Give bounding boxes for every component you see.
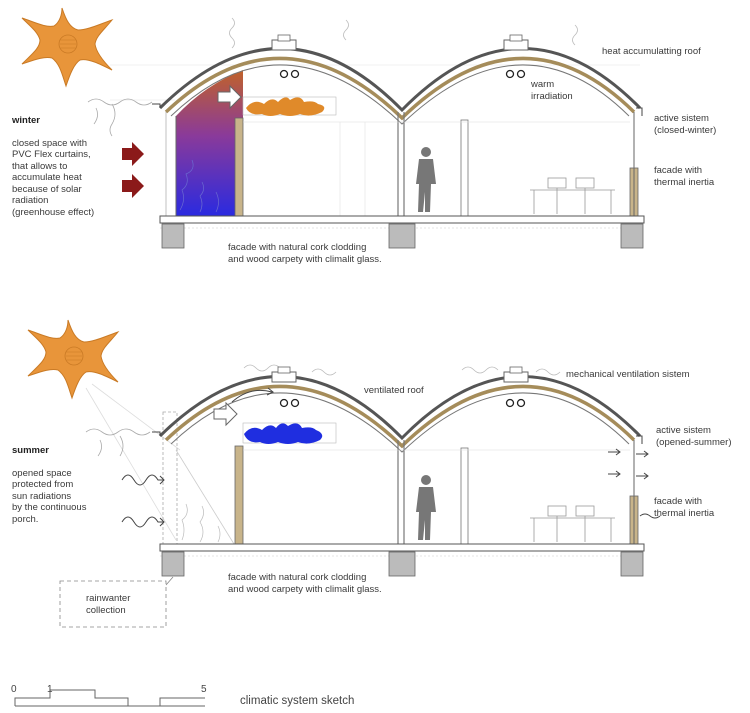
winter-description: closed space with PVC Flex curtains, tha… — [12, 137, 95, 218]
sun-radiation-wave-icon — [121, 474, 165, 486]
plant-vine — [179, 159, 219, 213]
summer-description: opened space protected from sun radiatio… — [12, 467, 87, 525]
vent-squiggle — [343, 19, 349, 41]
cork-wall — [234, 117, 244, 219]
skylight — [271, 39, 297, 51]
scale-one: 1 — [47, 684, 53, 695]
foundation — [161, 551, 185, 577]
rainwater-label: rainwanter collection — [86, 593, 131, 616]
warm-air-cloud — [246, 97, 325, 116]
sun-radiation-wave-icon — [121, 516, 165, 528]
vine-left — [87, 98, 153, 137]
winter-facade-label: facade with thermal inertia — [654, 165, 715, 188]
foundation — [161, 223, 185, 249]
vent-squiggle — [535, 368, 561, 376]
summer-mech-label: mechanical ventilation sistem — [566, 369, 690, 380]
summer-facade-label: facade with thermal inertia — [654, 496, 715, 519]
summer-sun-icon — [27, 319, 120, 400]
foundation — [620, 551, 644, 577]
vent-squiggle — [243, 364, 281, 372]
summer-title: summer — [12, 444, 49, 456]
floor-slab — [159, 543, 645, 552]
floor-slab — [159, 215, 645, 224]
winter-bottom-label: facade with natural cork clodding and wo… — [228, 242, 382, 265]
cork-wall — [234, 445, 244, 547]
roof-inner-summer — [164, 384, 636, 449]
fan-icon — [279, 69, 289, 79]
cool-air-cloud — [244, 423, 323, 444]
fan-icon — [279, 398, 289, 408]
ventilation-airflow-icon — [231, 389, 273, 403]
solar-heat-arrow-icon — [122, 174, 144, 198]
vent-squiggle — [572, 24, 578, 46]
winter-sun-icon — [21, 7, 114, 88]
winter-irradiation-label: warm irradiation — [531, 79, 573, 102]
skylight — [503, 371, 529, 383]
foundation — [388, 223, 416, 249]
summer-roof-label: ventilated roof — [364, 385, 424, 396]
person-icon — [416, 147, 436, 212]
winter-section — [21, 7, 645, 249]
solar-heat-arrow-icon — [122, 142, 144, 166]
winter-active-label: active sistem (closed-winter) — [654, 113, 717, 136]
foundation — [388, 551, 416, 577]
air-flow-arrow-icon — [213, 401, 238, 427]
winter-side-text: winter closed space with PVC Flex curtai… — [12, 103, 122, 218]
summer-bottom-label: facade with natural cork clodding and wo… — [228, 572, 382, 595]
vent-squiggle — [311, 368, 337, 376]
scale-five: 5 — [201, 684, 207, 695]
vine-left — [85, 428, 151, 457]
greenhouse-buffer-space — [176, 70, 243, 216]
summer-section — [27, 319, 661, 628]
scale-bar — [14, 689, 205, 707]
fan-icon — [505, 398, 515, 408]
air-flow-arrow-icon — [217, 84, 242, 110]
roof-inner-winter — [164, 56, 636, 121]
person-icon — [416, 475, 436, 540]
skylight — [503, 39, 529, 51]
scale-zero: 0 — [11, 684, 17, 695]
winter-title: winter — [12, 114, 40, 126]
rainwater-collection-box — [59, 580, 167, 628]
fan-icon — [505, 69, 515, 79]
summer-active-label: active sistem (opened-summer) — [656, 425, 732, 448]
vent-squiggle — [461, 366, 499, 374]
winter-roof-label: heat accumulatting roof — [602, 46, 701, 57]
roof-outer-summer — [158, 375, 642, 441]
vent-squiggle — [229, 17, 235, 49]
foundation — [620, 223, 644, 249]
exhaust-arrows-icon — [608, 448, 661, 519]
furniture — [530, 505, 615, 542]
furniture — [530, 177, 615, 214]
summer-side-text: summer opened space protected from sun r… — [12, 433, 122, 525]
roof-outer-winter — [158, 47, 642, 113]
diagram-caption: climatic system sketch — [240, 695, 355, 707]
skylight — [271, 371, 297, 383]
